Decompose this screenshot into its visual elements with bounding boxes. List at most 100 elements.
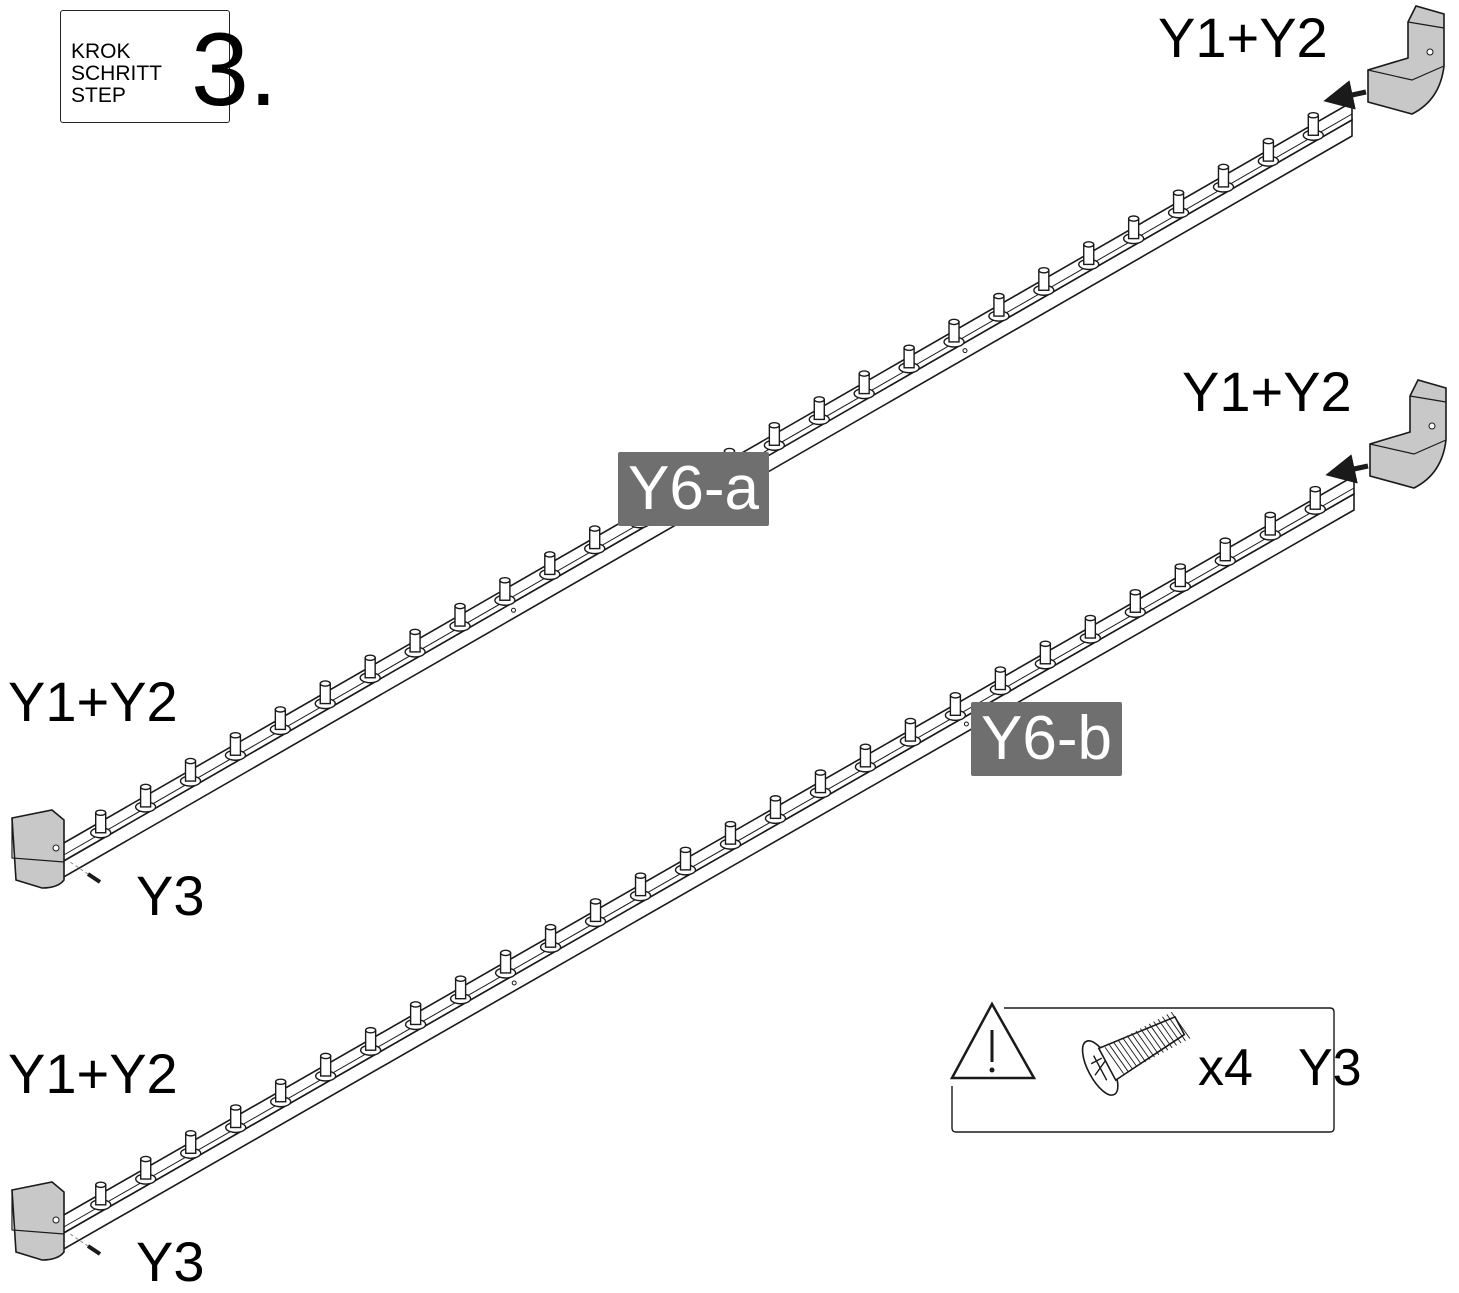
rail-peg [135, 1155, 157, 1185]
screw-thread [1139, 1028, 1160, 1056]
rail-peg [1212, 163, 1235, 193]
peg-top [768, 421, 781, 429]
rail-peg [1169, 563, 1191, 593]
screw-thread [1162, 1016, 1182, 1044]
rail-peg [539, 551, 561, 581]
step-box: KROK SCHRITT STEP 3. [60, 10, 278, 125]
peg-top [1174, 563, 1186, 570]
peg-top [499, 949, 512, 957]
corner-cap-edge [1367, 21, 1445, 81]
hardware-part: Y3 [1298, 1039, 1362, 1097]
rail-peg [763, 421, 786, 451]
warning-dot [989, 1067, 995, 1073]
rail-peg [1259, 511, 1281, 541]
screw-thread [1166, 1014, 1186, 1042]
rail-peg [808, 396, 830, 426]
cap-label-b-left: Y1+Y2 [8, 1042, 178, 1105]
cap-label-a-right: Y1+Y2 [1158, 6, 1328, 69]
peg-top [949, 692, 962, 699]
rail-peg [944, 692, 967, 722]
peg-top [1083, 241, 1095, 248]
rail-tag-b: Y6-b [971, 702, 1122, 776]
peg-top [1219, 537, 1231, 545]
rail-peg [1257, 137, 1280, 167]
peg-top [903, 344, 915, 352]
rail-peg [988, 292, 1010, 322]
rail-peg [943, 318, 965, 348]
rail-peg [1033, 266, 1055, 296]
rail-peg [584, 525, 606, 555]
peg-top [184, 757, 197, 765]
rail-peg [180, 1129, 202, 1159]
screw-thread [1148, 1023, 1169, 1051]
peg-top [769, 795, 782, 802]
rail-peg [134, 783, 157, 813]
cap-label-a-left: Y1+Y2 [8, 670, 178, 733]
hardware-box [949, 1001, 1335, 1133]
corner-cap-body [1369, 379, 1447, 489]
peg-top [634, 872, 647, 879]
peg-top [319, 680, 331, 687]
peg-top [454, 602, 466, 610]
end-cap-hole [52, 844, 60, 852]
insert-arrow-icon [1325, 454, 1369, 484]
rail-peg [1304, 485, 1326, 515]
peg-top [274, 1078, 287, 1086]
screw-cross [1090, 1055, 1108, 1081]
rail-peg [494, 949, 517, 979]
peg-top [1039, 640, 1052, 648]
rail-peg [269, 706, 292, 736]
screw-thread [1122, 1037, 1142, 1065]
peg-top [544, 551, 556, 558]
rail-peg [359, 654, 381, 684]
rail-front-face [61, 492, 1355, 1252]
rail-peg [314, 1052, 337, 1082]
small-screw-icon [86, 1244, 102, 1256]
screw-label-b: Y3 [136, 1230, 205, 1293]
rail-peg [1302, 111, 1325, 141]
peg-top [1217, 163, 1230, 171]
peg-top [1127, 215, 1140, 222]
peg-top [319, 1052, 332, 1060]
rail-peg [89, 809, 112, 839]
screw-thread [1117, 1039, 1138, 1067]
screw-thread [1153, 1021, 1173, 1049]
rail-groove [61, 487, 1355, 1229]
step-words: KROK SCHRITT STEP [71, 41, 162, 107]
rail-peg [719, 820, 742, 850]
rail-peg [404, 1001, 427, 1031]
screw-thread [1109, 1044, 1129, 1072]
rail-peg [1124, 588, 1147, 618]
small-screw-icon [86, 872, 102, 884]
corner-cap-edge [1369, 395, 1447, 455]
peg-top [364, 654, 376, 662]
screw-a [69, 861, 102, 884]
rail-peg [809, 769, 832, 799]
rail-peg [764, 795, 787, 825]
end-cap-a-left [11, 809, 65, 889]
end-cap-edge [11, 1190, 65, 1235]
end-cap-body [11, 809, 65, 889]
screw-thread [1113, 1042, 1133, 1070]
peg-top [499, 576, 511, 584]
peg-top [94, 809, 107, 817]
end-cap-b-left [11, 1181, 65, 1261]
peg-top [589, 525, 601, 532]
rail-peg [314, 680, 336, 710]
peg-top [948, 318, 960, 326]
rail-peg [853, 370, 875, 400]
corner-cap-a-right [1323, 5, 1445, 115]
peg-top [724, 820, 737, 828]
rail-hole [511, 607, 516, 613]
peg-top [1038, 266, 1050, 274]
peg-top [409, 1001, 422, 1008]
rail-peg [539, 923, 562, 953]
hardware-frame [951, 1007, 1335, 1133]
rail-peg [674, 846, 697, 876]
rail-peg [899, 717, 922, 747]
peg-top [813, 396, 825, 403]
peg-top [904, 717, 917, 725]
peg-top [230, 1104, 242, 1111]
step-word-en: STEP [71, 84, 126, 107]
rail-peg [494, 576, 516, 606]
